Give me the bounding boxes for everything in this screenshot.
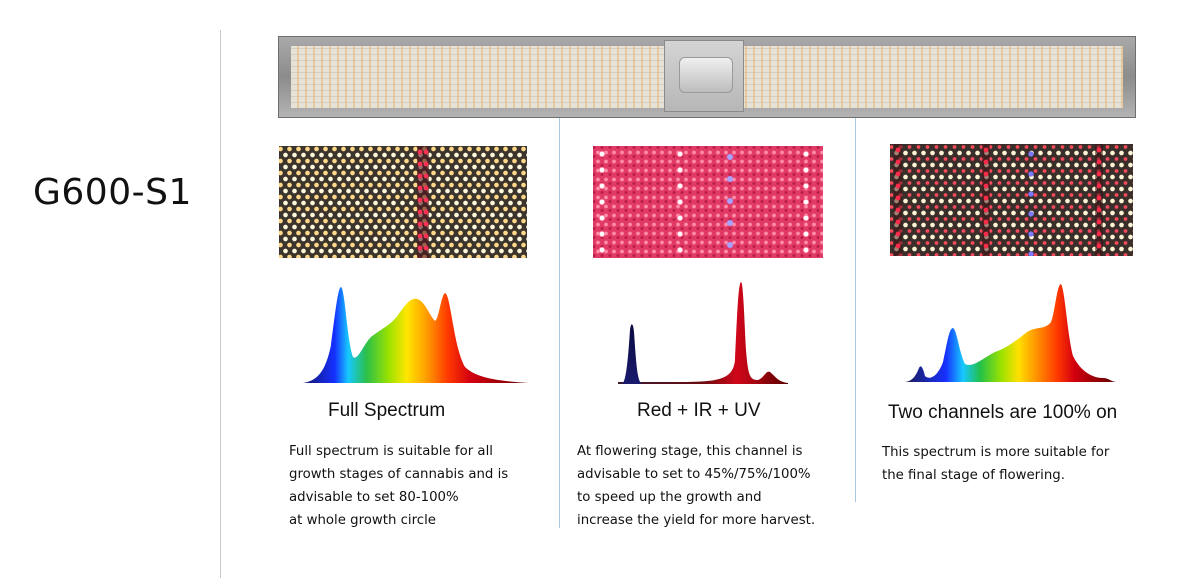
driver-box (664, 40, 744, 112)
description-line: This spectrum is more suitable for (882, 445, 1110, 460)
connector-line-red (559, 118, 560, 528)
connector-line-two (855, 118, 856, 502)
red-ir-uv-description: At flowering stage, this channel is advi… (577, 440, 815, 532)
description-line: the final stage of flowering. (882, 468, 1065, 483)
two-channels-description: This spectrum is more suitable for the f… (882, 441, 1109, 487)
description-line: growth stages of cannabis and is (289, 467, 509, 482)
full-spectrum-led-board-icon (279, 146, 527, 258)
description-line: to speed up the growth and (577, 490, 762, 505)
description-line: At flowering stage, this channel is (577, 444, 803, 459)
description-line: advisable to set 80-100% (289, 490, 459, 505)
two-channels-spectrum-curve-icon (903, 284, 1117, 382)
red-ir-uv-led-board-icon (593, 146, 823, 258)
description-line: Full spectrum is suitable for all (289, 444, 493, 459)
description-line: at whole growth circle (289, 513, 436, 528)
red-ir-uv-title: Red + IR + UV (637, 400, 761, 421)
two-channels-title: Two channels are 100% on (888, 402, 1118, 423)
grow-light-fixture-image (278, 36, 1136, 118)
red-ir-uv-spectrum-curve-icon (618, 282, 788, 384)
description-line: increase the yield for more harvest. (577, 513, 816, 528)
full-spectrum-description: Full spectrum is suitable for all growth… (289, 440, 508, 532)
two-channels-led-board-icon (890, 144, 1133, 256)
description-line: advisable to set to 45%/75%/100% (577, 467, 811, 482)
vertical-divider (220, 30, 221, 578)
full-spectrum-curve-icon (303, 287, 529, 383)
product-title: G600-S1 (33, 172, 192, 213)
full-spectrum-title: Full Spectrum (328, 400, 446, 421)
